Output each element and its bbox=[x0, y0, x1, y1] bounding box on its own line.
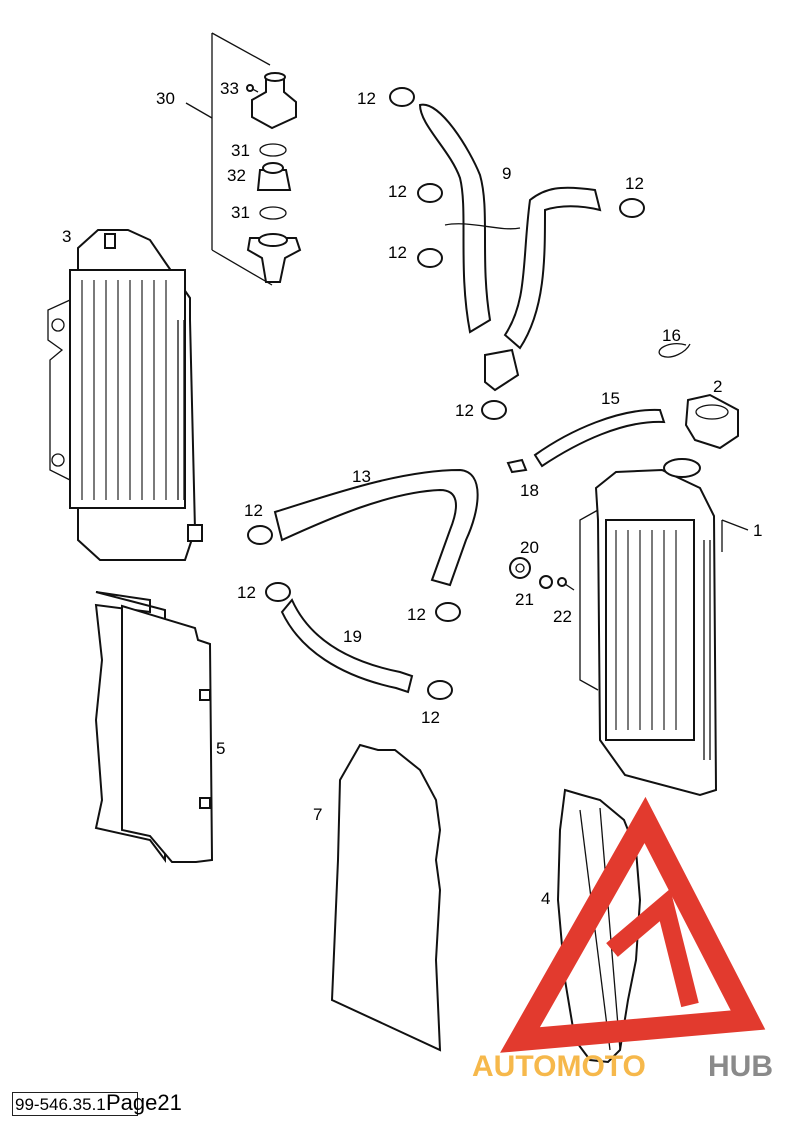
label-2: 2 bbox=[713, 377, 722, 396]
label-15: 15 bbox=[601, 389, 620, 408]
label-22: 22 bbox=[553, 607, 572, 626]
watermark-hub: HUB bbox=[708, 1050, 773, 1083]
label-12-c: 12 bbox=[388, 243, 407, 262]
label-5: 5 bbox=[216, 739, 225, 758]
clip-16 bbox=[658, 343, 691, 358]
label-31-bottom: 31 bbox=[231, 203, 250, 222]
hose-19 bbox=[280, 598, 414, 694]
fasteners-20-22 bbox=[509, 557, 575, 591]
label-12-d: 12 bbox=[625, 174, 644, 193]
label-12-a: 12 bbox=[357, 89, 376, 108]
watermark-triangle bbox=[500, 796, 766, 1053]
label-33: 33 bbox=[220, 79, 239, 98]
label-12-b: 12 bbox=[388, 182, 407, 201]
footer-page: Page21 bbox=[106, 1090, 182, 1115]
label-1: 1 bbox=[753, 521, 762, 540]
thermostat-group bbox=[185, 32, 302, 286]
gasket-7 bbox=[330, 743, 442, 1052]
label-12-i: 12 bbox=[421, 708, 440, 727]
label-3: 3 bbox=[62, 227, 71, 246]
radiator-right-fins bbox=[615, 530, 677, 730]
hose-clamps bbox=[247, 87, 645, 700]
label-13: 13 bbox=[352, 467, 371, 486]
label-30: 30 bbox=[156, 89, 175, 108]
label-4: 4 bbox=[541, 889, 550, 908]
label-32: 32 bbox=[227, 166, 246, 185]
label-7: 7 bbox=[313, 805, 322, 824]
radiator-right bbox=[579, 458, 749, 797]
watermark-auto: AUTOMOTO bbox=[472, 1050, 646, 1083]
watermark-logo: AUTOMOTO HUB bbox=[472, 796, 773, 1083]
label-18: 18 bbox=[520, 481, 539, 500]
label-20: 20 bbox=[520, 538, 539, 557]
label-12-g: 12 bbox=[237, 583, 256, 602]
watermark-inner bbox=[606, 888, 699, 1008]
label-12-e: 12 bbox=[455, 401, 474, 420]
radiator-left-fins bbox=[81, 280, 167, 500]
hose-9 bbox=[418, 103, 602, 392]
label-9: 9 bbox=[502, 164, 511, 183]
label-19: 19 bbox=[343, 627, 362, 646]
label-21: 21 bbox=[515, 590, 534, 609]
footer-code: 99-546.35.1 bbox=[15, 1095, 106, 1114]
radiator-cap bbox=[684, 393, 739, 450]
radiator-left bbox=[47, 229, 203, 561]
label-31-top: 31 bbox=[231, 141, 250, 160]
clip-18 bbox=[506, 458, 528, 474]
label-12-f: 12 bbox=[244, 501, 263, 520]
footer-code-box bbox=[12, 1092, 138, 1116]
label-12-h: 12 bbox=[407, 605, 426, 624]
label-16: 16 bbox=[662, 326, 681, 345]
shroud-5 bbox=[94, 591, 214, 863]
part-labels: 30 33 31 32 31 3 12 12 12 9 12 16 2 15 1… bbox=[62, 79, 762, 908]
hose-15 bbox=[533, 408, 666, 468]
hose-13 bbox=[273, 468, 479, 587]
